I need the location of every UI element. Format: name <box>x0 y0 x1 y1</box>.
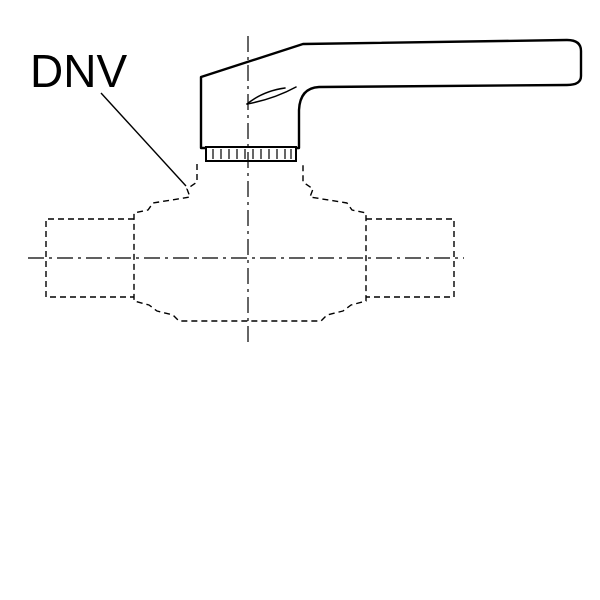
handle-surface-line-lower <box>246 86 297 105</box>
pipe-end-right-hidden-outline <box>366 218 455 298</box>
valve-body-hidden-group <box>45 164 455 322</box>
valve-handle <box>199 38 583 150</box>
nut-knurl-lines <box>212 149 292 159</box>
stem-nut-body <box>205 146 297 162</box>
valve-body-hidden-outline <box>133 164 367 322</box>
handle-outline <box>199 38 583 150</box>
leader-line <box>100 92 187 187</box>
label-dnv: DNV <box>30 45 127 97</box>
pipe-end-left-hidden-outline <box>45 218 134 298</box>
stem-nut <box>205 146 297 162</box>
centerlines <box>28 36 464 342</box>
handle-surface-line-upper <box>246 87 286 105</box>
